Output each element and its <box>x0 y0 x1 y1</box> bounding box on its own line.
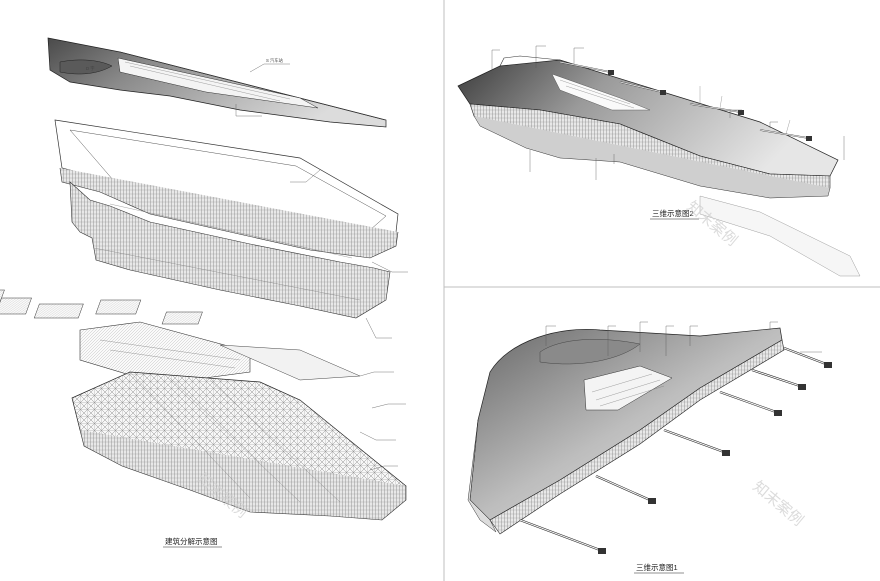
exploded-caption: 建筑分解示意图 <box>165 536 218 546</box>
exploded-callout-1: S 汽车站 <box>266 57 284 64</box>
roof-layer: D 字 <box>47 37 387 128</box>
view1-callouts <box>545 321 822 356</box>
watermark-bottom-right: 知末案例 <box>749 477 807 529</box>
view1-jet-bridges <box>519 346 832 554</box>
facade-layer <box>54 119 399 319</box>
structure-grid-layer <box>71 371 407 521</box>
view2-jet-bridges <box>559 61 812 141</box>
view1-caption: 三维示意图1 <box>636 562 678 572</box>
view2-caption: 三维示意图2 <box>652 208 694 218</box>
interior-modules <box>0 289 361 385</box>
exploded-view-panel: D 字 <box>0 37 408 548</box>
view2-callouts <box>491 45 845 180</box>
view2-panel: 三维示意图2 <box>457 45 861 277</box>
view1-panel: 三维示意图1 <box>467 321 832 574</box>
exploded-callouts: S 汽车站 <box>235 57 408 471</box>
roof-label: D 字 <box>86 65 95 71</box>
